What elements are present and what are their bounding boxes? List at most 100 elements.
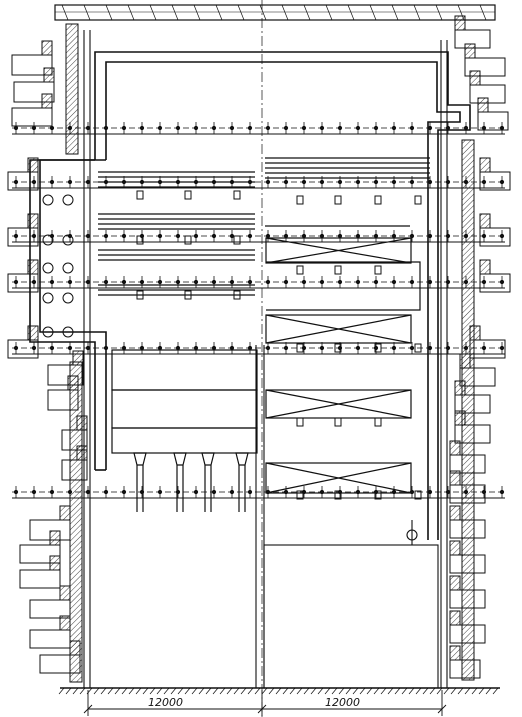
railing-node	[247, 489, 253, 495]
header-circle	[62, 194, 74, 206]
header-circle	[62, 262, 74, 274]
railing-node	[31, 279, 37, 285]
railing-node	[427, 179, 433, 185]
railing-node	[319, 179, 325, 185]
dimension-label-right: 12000	[325, 696, 360, 709]
railing-node	[355, 279, 361, 285]
railing-node	[283, 125, 289, 131]
ladder	[479, 213, 491, 229]
roof-girder	[54, 4, 496, 21]
railing-node	[301, 279, 307, 285]
tube-hanger	[296, 265, 304, 275]
left-headers	[42, 194, 74, 338]
railing-node	[265, 179, 271, 185]
railing-node	[337, 233, 343, 239]
railing-node	[247, 233, 253, 239]
railing-node	[139, 125, 145, 131]
railing-node	[175, 489, 181, 495]
ladder	[449, 645, 461, 661]
railing-node	[85, 279, 91, 285]
ladder	[449, 440, 461, 456]
railing-node	[445, 279, 451, 285]
railing-node	[373, 125, 379, 131]
railing-node	[85, 233, 91, 239]
railing-node	[319, 125, 325, 131]
railing-node	[427, 125, 433, 131]
ladder	[27, 259, 39, 275]
railing-node	[319, 345, 325, 351]
railing-node	[211, 345, 217, 351]
heater-block	[265, 389, 412, 419]
railing-node	[67, 233, 73, 239]
railing-node	[139, 489, 145, 495]
stair-landing	[13, 81, 55, 103]
ash-hopper	[173, 452, 187, 466]
railing-node	[139, 345, 145, 351]
railing-node	[391, 125, 397, 131]
railing-node	[121, 233, 127, 239]
railing-node	[175, 279, 181, 285]
ground-line	[58, 687, 500, 695]
ladder	[43, 67, 55, 83]
railing-node	[157, 125, 163, 131]
railing-node	[373, 345, 379, 351]
railing-node	[103, 345, 109, 351]
tube-hanger	[184, 290, 192, 300]
stair-landing	[19, 569, 61, 589]
tube-hanger	[334, 490, 342, 500]
railing-node	[373, 233, 379, 239]
railing-node	[283, 233, 289, 239]
ladder	[479, 259, 491, 275]
ladder	[49, 530, 61, 546]
railing-node	[337, 279, 343, 285]
railing-node	[445, 345, 451, 351]
header-circle	[62, 326, 74, 338]
railing-node	[355, 179, 361, 185]
railing-node	[247, 179, 253, 185]
tube-hanger	[374, 417, 382, 427]
heater-block	[265, 314, 412, 344]
railing-node	[13, 279, 19, 285]
railing-node	[31, 489, 37, 495]
stair-landing	[11, 107, 53, 127]
ash-hopper	[235, 452, 249, 466]
railing-node	[265, 233, 271, 239]
railing-node	[229, 345, 235, 351]
ladder	[41, 40, 53, 56]
dimension-label-left: 12000	[148, 696, 183, 709]
ladder	[464, 43, 476, 59]
stair-landing	[29, 629, 71, 649]
stair-riser	[65, 23, 79, 155]
railing-node	[229, 233, 235, 239]
railing-node	[13, 179, 19, 185]
tube-hanger	[334, 195, 342, 205]
railing-node	[193, 179, 199, 185]
railing-node	[121, 345, 127, 351]
railing-node	[67, 179, 73, 185]
railing-node	[283, 489, 289, 495]
railing-node	[499, 233, 505, 239]
stair-riser	[69, 361, 83, 683]
ash-hopper	[133, 452, 147, 466]
heater-diagonal	[265, 314, 412, 344]
ladder	[454, 15, 466, 31]
railing-node	[427, 279, 433, 285]
platform-levels	[12, 122, 505, 499]
railing-node	[193, 233, 199, 239]
railing-node	[427, 345, 433, 351]
header-circle	[62, 292, 74, 304]
railing-node	[157, 345, 163, 351]
railing-node	[103, 489, 109, 495]
railing-node	[391, 233, 397, 239]
furnace-casing	[29, 51, 471, 540]
railing-node	[85, 489, 91, 495]
railing-node	[157, 233, 163, 239]
railing-node	[31, 125, 37, 131]
railing-node	[373, 279, 379, 285]
tube-hanger	[136, 290, 144, 300]
stairways	[7, 15, 511, 683]
railing-node	[427, 489, 433, 495]
stair-landing	[7, 227, 39, 247]
railing-node	[31, 233, 37, 239]
